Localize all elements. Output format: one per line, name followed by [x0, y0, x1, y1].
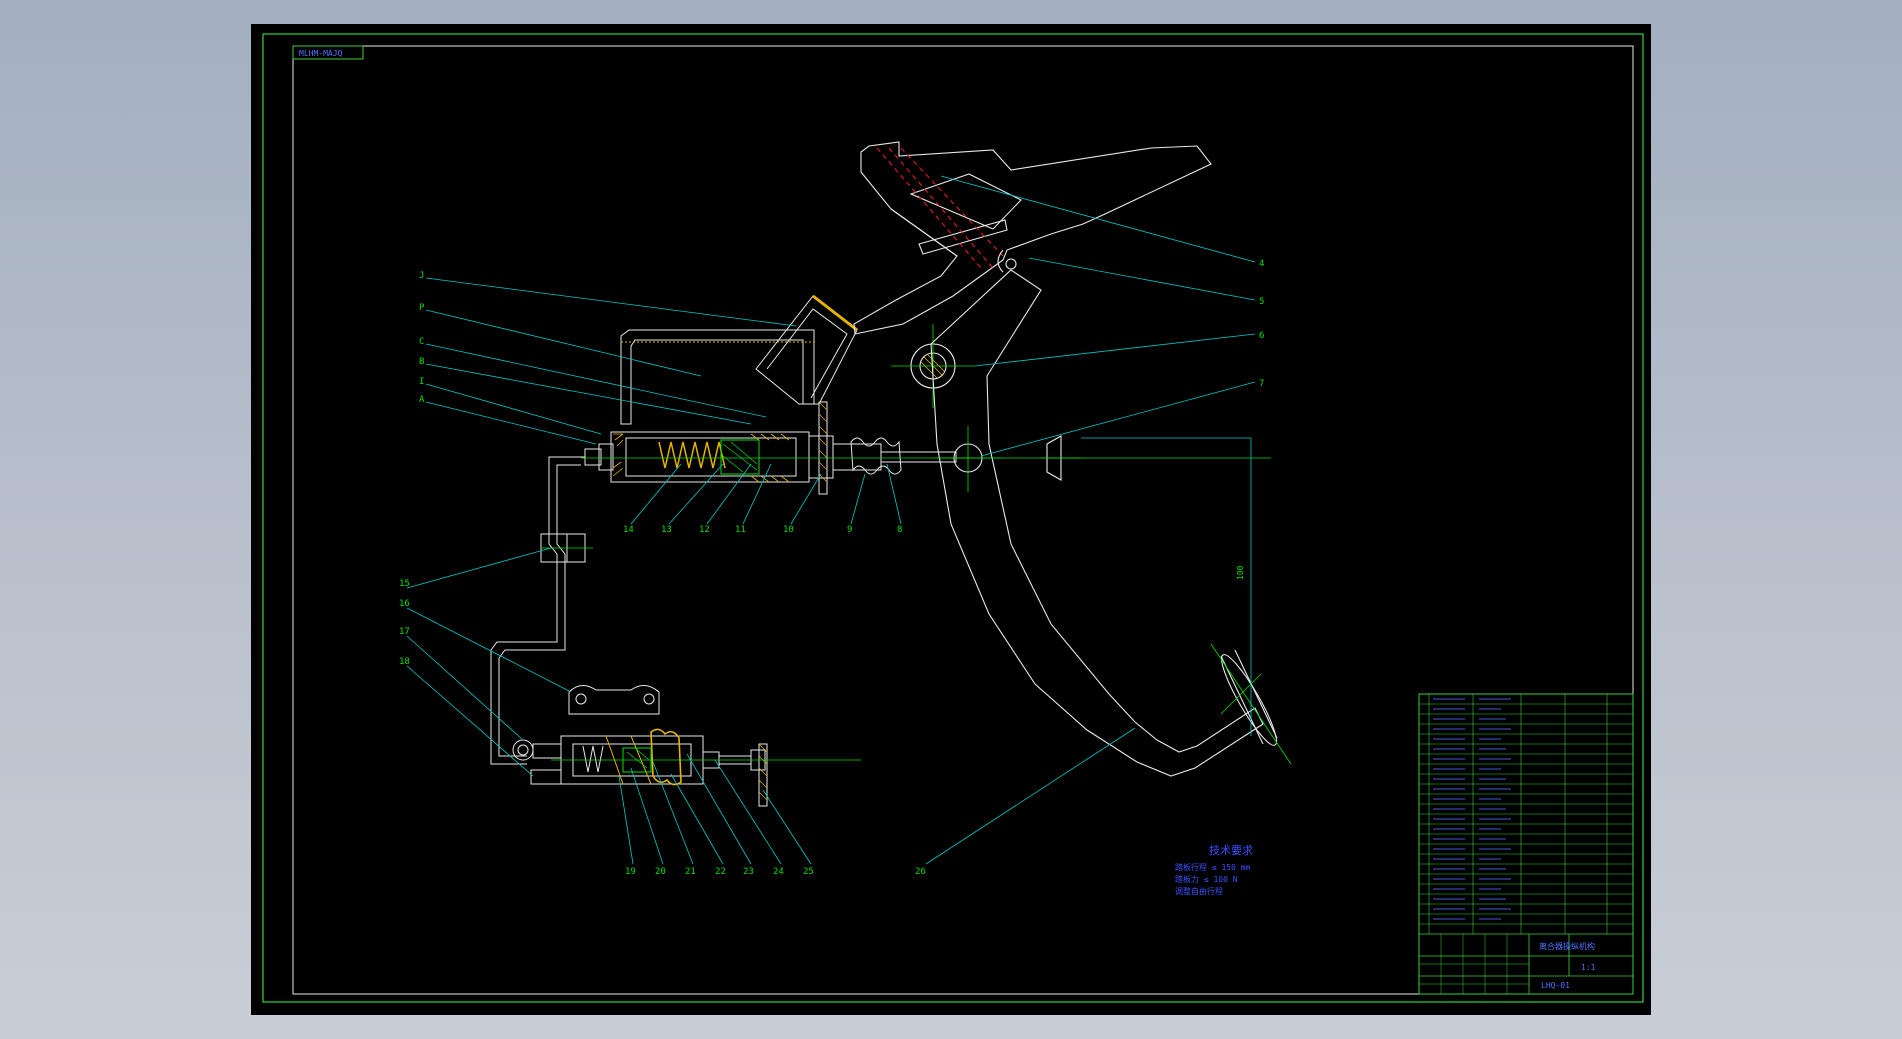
- label-9: 9: [847, 525, 852, 535]
- label-7: 7: [1259, 379, 1264, 389]
- inner-frame: [292, 45, 1634, 995]
- outer-frame: [262, 33, 1644, 1003]
- label-a: A: [419, 395, 425, 405]
- label-6: 6: [1259, 331, 1264, 341]
- master-cylinder: [584, 294, 957, 495]
- parts-list: [1418, 693, 1634, 995]
- label-21: 21: [685, 867, 696, 877]
- note-line-1: 踏板行程 ≤ 150 mm: [1175, 862, 1251, 872]
- label-20: 20: [655, 867, 666, 877]
- title-block: 离合器操纵机构 LHQ-01 1:1: [1419, 933, 1633, 994]
- slave-cylinder: [512, 685, 861, 807]
- label-12: 12: [699, 525, 710, 535]
- label-22: 22: [715, 867, 726, 877]
- label-b: B: [419, 357, 424, 367]
- notes-title: 技术要求: [1209, 844, 1253, 857]
- label-c: C: [419, 337, 424, 347]
- drawing-number: LHQ-01: [1541, 981, 1570, 990]
- label-23: 23: [743, 867, 754, 877]
- label-11: 11: [735, 525, 746, 535]
- pivot-bolt-icon: [891, 324, 975, 408]
- label-19: 19: [625, 867, 636, 877]
- label-8: 8: [897, 525, 902, 535]
- leader-lines: [406, 175, 1256, 865]
- technical-notes: 技术要求 踏板行程 ≤ 150 mm 踏板力 ≤ 100 N 调整自由行程: [1175, 844, 1253, 896]
- label-16: 16: [399, 599, 410, 609]
- label-13: 13: [661, 525, 672, 535]
- svg-text:100: 100: [1236, 565, 1245, 580]
- label-26: 26: [915, 867, 926, 877]
- dimension-100: 100: [1081, 437, 1252, 736]
- label-17: 17: [399, 627, 410, 637]
- label-18: 18: [399, 657, 410, 667]
- label-10: 10: [783, 525, 794, 535]
- label-i: I: [419, 377, 424, 387]
- part-labels: 4 5 6 7 J P C B I A 14 13 12 11 10 9 8 1…: [399, 259, 1264, 877]
- pedal-assembly: [853, 141, 1292, 777]
- label-p: P: [419, 303, 425, 313]
- hydraulic-line: [490, 456, 593, 765]
- label-15: 15: [399, 579, 410, 589]
- spring-coil-icon: [658, 441, 726, 469]
- label-j: J: [419, 271, 424, 281]
- label-5: 5: [1259, 297, 1264, 307]
- drawing-sheet: MLHM-MAJQ: [262, 33, 1644, 1003]
- label-25: 25: [803, 867, 814, 877]
- note-line-3: 调整自由行程: [1175, 886, 1223, 896]
- drawing-scale: 1:1: [1581, 963, 1596, 972]
- cad-viewport[interactable]: MLHM-MAJQ: [251, 24, 1651, 1015]
- drawing-name: 离合器操纵机构: [1539, 941, 1595, 951]
- label-14: 14: [623, 525, 634, 535]
- label-24: 24: [773, 867, 784, 877]
- note-line-2: 踏板力 ≤ 100 N: [1175, 874, 1238, 884]
- label-4: 4: [1259, 259, 1264, 269]
- title-tag: MLHM-MAJQ: [292, 45, 364, 60]
- svg-text:MLHM-MAJQ: MLHM-MAJQ: [299, 49, 343, 58]
